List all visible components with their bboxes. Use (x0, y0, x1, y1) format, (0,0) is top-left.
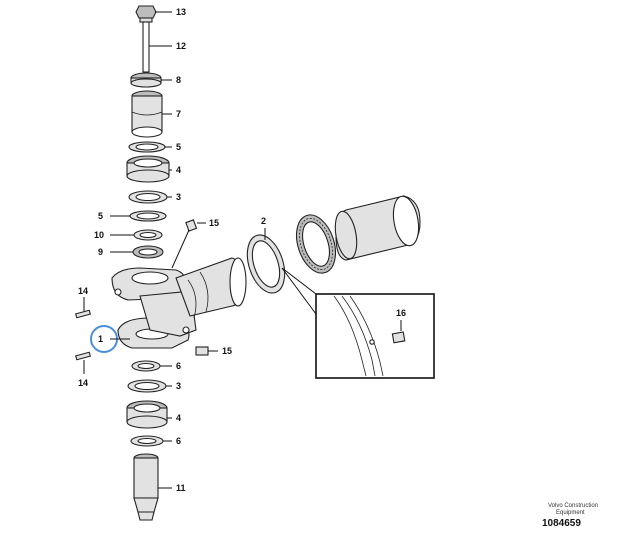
label-5-middle: 5 (98, 211, 103, 221)
part-9-seal[interactable] (132, 245, 164, 259)
part-11-kingpin[interactable] (133, 453, 159, 521)
part-6-spacer-upper[interactable] (131, 360, 161, 372)
part-15-grease-fitting-upper[interactable] (171, 219, 198, 269)
footer-drawing-number: 1084659 (542, 518, 581, 529)
label-7: 7 (176, 109, 181, 119)
label-6-upper: 6 (176, 361, 181, 371)
part-8-cap[interactable] (130, 72, 162, 88)
label-4-upper: 4 (176, 165, 181, 175)
part-5-shim-upper[interactable] (128, 141, 166, 153)
part-3-ring-lower[interactable] (127, 379, 167, 393)
label-9: 9 (98, 247, 103, 257)
part-4-bearing-upper[interactable] (126, 155, 170, 183)
label-4-lower: 4 (176, 413, 181, 423)
bearing-ring[interactable] (290, 210, 343, 278)
detail-inset (281, 267, 435, 379)
label-12: 12 (176, 41, 186, 51)
label-2: 2 (261, 216, 266, 226)
label-15-lower: 15 (222, 346, 232, 356)
label-8: 8 (176, 75, 181, 85)
part-13-nut[interactable] (135, 5, 157, 23)
label-3-upper: 3 (176, 192, 181, 202)
part-14-pin-upper[interactable] (75, 309, 91, 319)
steering-knuckle-housing[interactable] (111, 257, 247, 349)
label-13: 13 (176, 7, 186, 17)
footer-brand-line2: Equipment (556, 510, 585, 516)
sleeve-bushing[interactable] (332, 194, 422, 261)
part-2-seal-ring[interactable] (241, 230, 292, 298)
part-12-bolt[interactable] (142, 21, 150, 73)
label-6-lower: 6 (176, 436, 181, 446)
part-14-pin-lower[interactable] (75, 351, 91, 361)
label-15-upper: 15 (209, 218, 219, 228)
part-4-bearing-lower[interactable] (126, 400, 168, 429)
label-16: 16 (396, 308, 406, 318)
leader-lines (83, 11, 402, 489)
label-5-upper: 5 (176, 142, 181, 152)
footer-brand-line1: Volvo Construction (548, 503, 598, 509)
part-7-bushing[interactable] (131, 90, 163, 138)
part-5-shim-middle[interactable] (129, 210, 167, 222)
label-11: 11 (176, 483, 186, 493)
part-15-grease-fitting-lower[interactable] (195, 346, 209, 356)
part-16-pin[interactable] (391, 331, 406, 344)
label-1: 1 (98, 334, 103, 344)
label-14-upper: 14 (78, 286, 88, 296)
label-14-lower: 14 (78, 378, 88, 388)
part-10-washer[interactable] (133, 229, 163, 241)
label-3-lower: 3 (176, 381, 181, 391)
part-6-spacer-lower[interactable] (130, 435, 164, 447)
label-10: 10 (94, 230, 104, 240)
part-3-ring-upper[interactable] (128, 190, 168, 204)
